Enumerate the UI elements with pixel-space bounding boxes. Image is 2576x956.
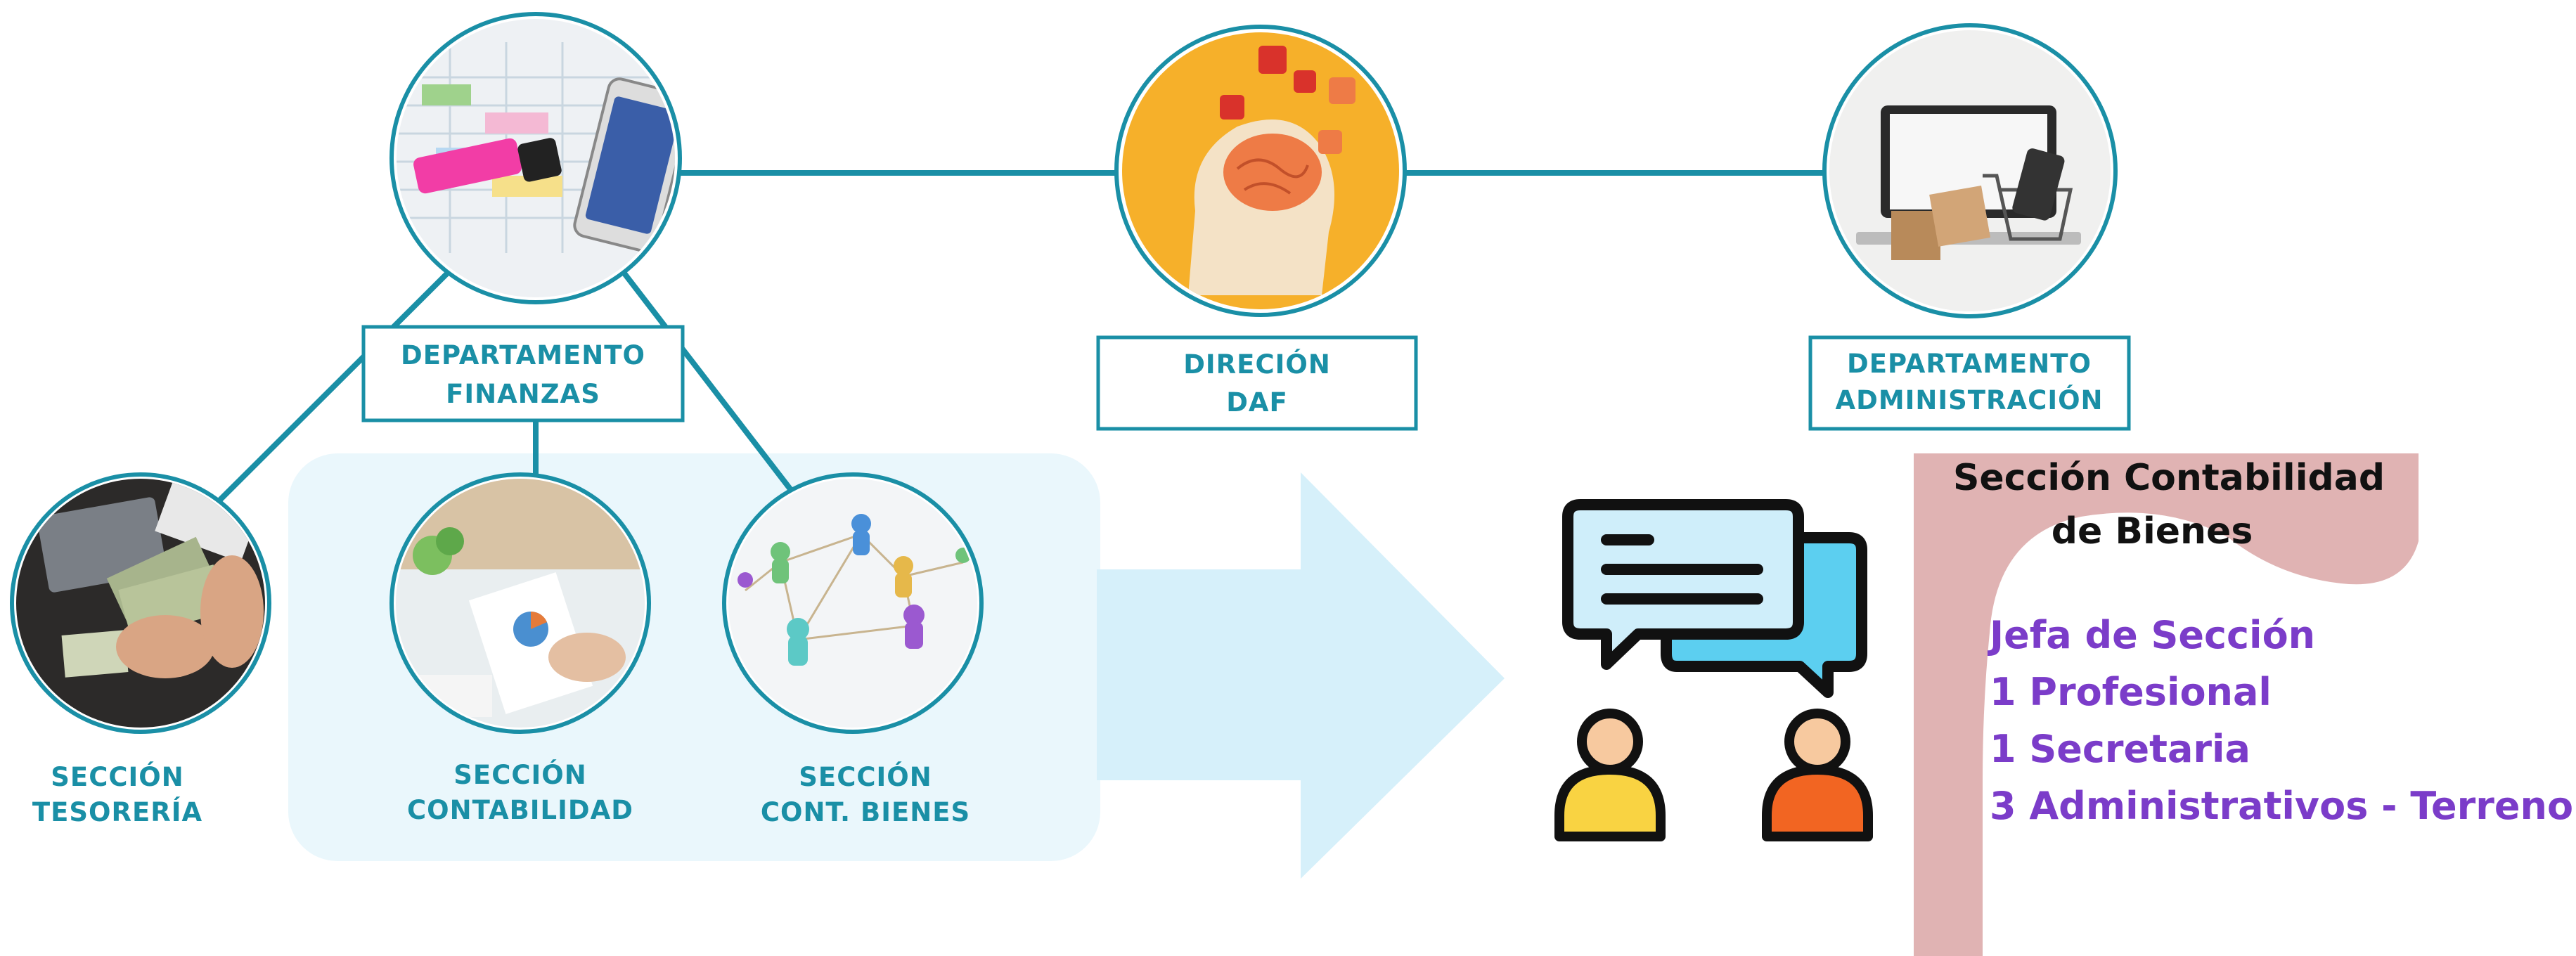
administracion-label-box xyxy=(1808,335,2131,431)
cont-bienes-label-line2: CONT. BIENES xyxy=(761,797,970,827)
section-panel-item: 1 Secretaria xyxy=(1990,727,2250,771)
tesoreria-node xyxy=(10,472,271,734)
contabilidad-label-line1: SECCIÓN xyxy=(453,759,586,790)
section-panel-item: Jefa de Sección xyxy=(1987,613,2315,657)
section-panel-title-line2: de Bienes xyxy=(2052,510,2253,553)
section-panel-title-line1: Sección Contabilidad xyxy=(1953,457,2385,499)
section-panel-item: 1 Profesional xyxy=(1990,670,2272,714)
money-counting-icon xyxy=(16,479,265,728)
finanzas-label-box xyxy=(361,325,685,422)
phone-and-spreadsheet-icon xyxy=(397,19,675,297)
brain-puzzle-icon xyxy=(1122,32,1399,309)
connector-lines xyxy=(217,170,1831,503)
administracion-node xyxy=(1822,23,2118,318)
cont-bienes-label-line1: SECCIÓN xyxy=(799,761,932,792)
finanzas-label-line1: DEPARTAMENTO xyxy=(401,340,645,370)
contabilidad-node xyxy=(389,472,651,734)
finanzas-label-line2: FINANZAS xyxy=(446,379,600,409)
laptop-shopping-icon xyxy=(1829,30,2111,311)
daf-label-box xyxy=(1096,335,1418,431)
network-pawns-icon xyxy=(728,479,977,728)
daf-label-line1: DIRECIÓN xyxy=(1183,349,1331,380)
cont-bienes-node xyxy=(722,472,984,734)
daf-label-line2: DAF xyxy=(1226,387,1288,418)
section-panel: Sección Contabilidad de Bienes Jefa de S… xyxy=(1953,457,2573,828)
contabilidad-label-line2: CONTABILIDAD xyxy=(407,795,633,825)
administracion-label-line1: DEPARTAMENTO xyxy=(1847,349,2092,379)
administracion-label-line2: ADMINISTRACIÓN xyxy=(1835,385,2103,415)
daf-node xyxy=(1114,25,1407,317)
section-panel-blob xyxy=(1914,453,2419,956)
two-people-chat-icon xyxy=(1554,499,1873,841)
section-panel-item: 3 Administrativos - Terreno xyxy=(1990,784,2573,828)
tesoreria-label-line1: SECCIÓN xyxy=(51,761,183,792)
tesoreria-label-line2: TESORERÍA xyxy=(32,796,202,827)
finanzas-node xyxy=(389,12,682,304)
right-arrow-icon xyxy=(1097,472,1505,879)
